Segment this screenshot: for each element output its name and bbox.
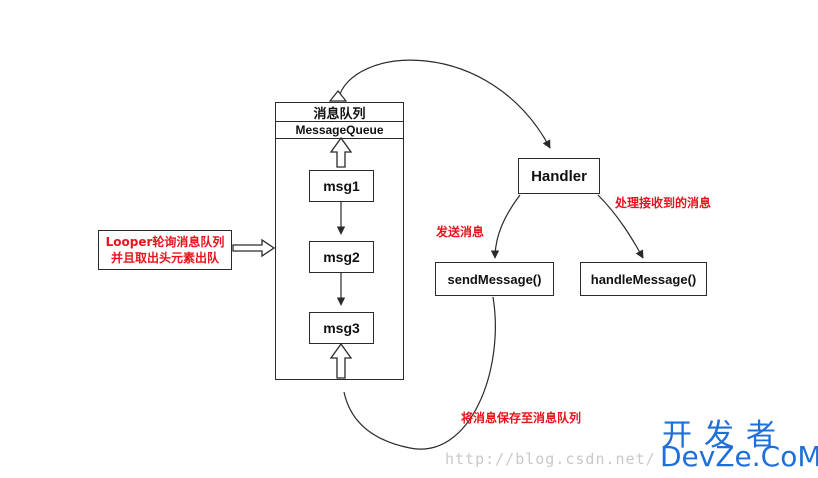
handle-message-box: handleMessage() — [580, 262, 707, 296]
queue-title: 消息队列 — [275, 102, 404, 122]
watermark-url: http://blog.csdn.net/ — [445, 450, 656, 468]
msg1-box: msg1 — [309, 170, 374, 202]
curve-send-to-queue — [343, 296, 496, 450]
send-label: 发送消息 — [436, 225, 485, 239]
looper-line1: Looper轮询消息队列 — [105, 235, 225, 249]
msg2-box: msg2 — [309, 241, 374, 273]
save-label: 将消息保存至消息队列 — [461, 411, 582, 425]
curve-queue-to-handler — [337, 59, 551, 149]
curve-handler-to-handle — [597, 194, 644, 259]
hollow-arrow-into-msg3 — [329, 342, 353, 379]
queue-container — [275, 138, 404, 380]
send-message-box: sendMessage() — [435, 262, 554, 296]
looper-box: Looper轮询消息队列 并且取出头元素出队 — [98, 230, 232, 270]
process-label: 处理接收到的消息 — [615, 196, 712, 210]
hollow-arrow-out-of-queue — [329, 136, 353, 168]
logo-chinese: 开发者 — [662, 418, 788, 453]
hollow-arrow-looper-to-queue — [232, 238, 276, 258]
looper-line2: 并且取出头元素出队 — [110, 251, 219, 265]
queue-subtitle: MessageQueue — [275, 121, 404, 139]
curve-handler-to-send — [490, 194, 521, 259]
logo-devze: DevZe.CoM — [660, 440, 818, 473]
hollow-cap-queue-top — [328, 90, 348, 102]
msg3-box: msg3 — [309, 312, 374, 344]
handler-box: Handler — [518, 158, 600, 194]
